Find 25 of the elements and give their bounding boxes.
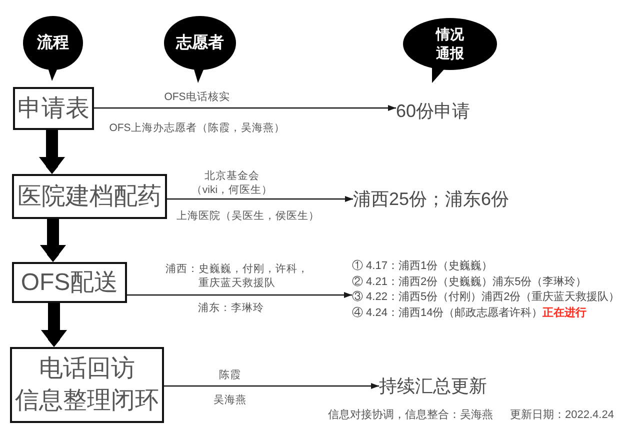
arrow-caption: OFS上海办志愿者（陈霞，吴海燕）: [109, 121, 285, 135]
edge-label: 北京基金会（viki，何医生）: [190, 169, 274, 197]
edge-label: 陈霞: [219, 368, 241, 382]
arrow-caption: 浦东：李琳玲: [198, 301, 264, 315]
arrow: [40, 219, 66, 262]
edge-label: OFS电话核实: [164, 90, 230, 104]
arrow: [164, 383, 379, 389]
arrow-caption: 上海医院（吴医生，侯医生）: [176, 209, 320, 223]
process-box: 电话回访 信息整理闭环: [10, 347, 164, 423]
arrow: [41, 303, 67, 347]
footer-note: 更新日期：2022.4.24: [510, 408, 614, 422]
arrow: [167, 196, 353, 202]
status-text: 持续汇总更新: [379, 375, 487, 397]
footer-note: 信息对接协调，信息整合：吴海燕: [328, 408, 493, 422]
status-list: ① 4.17：浦西1份（史巍巍） ② 4.21：浦西2份（史巍巍）浦东5份（李琳玲） ③ 4.22：浦西5份（付刚）浦西2份（重庆蓝天救援队） ④ 4.24：浦西14份（邮政志愿者许科）正在进行: [352, 259, 620, 321]
process-box: OFS配送: [12, 262, 127, 303]
status-text: 60份申请: [396, 100, 470, 122]
edge-label: 浦西：史巍巍，付刚，许科，重庆蓝天救援队: [164, 262, 310, 290]
arrow: [39, 130, 65, 174]
arrow: [94, 105, 396, 111]
status-text: 浦西25份；浦东6份: [353, 188, 510, 210]
process-box: 医院建档配药: [12, 174, 167, 219]
arrow-caption: 吴海燕: [214, 393, 246, 407]
arrow: [127, 292, 352, 298]
process-box: 申请表: [13, 87, 94, 130]
